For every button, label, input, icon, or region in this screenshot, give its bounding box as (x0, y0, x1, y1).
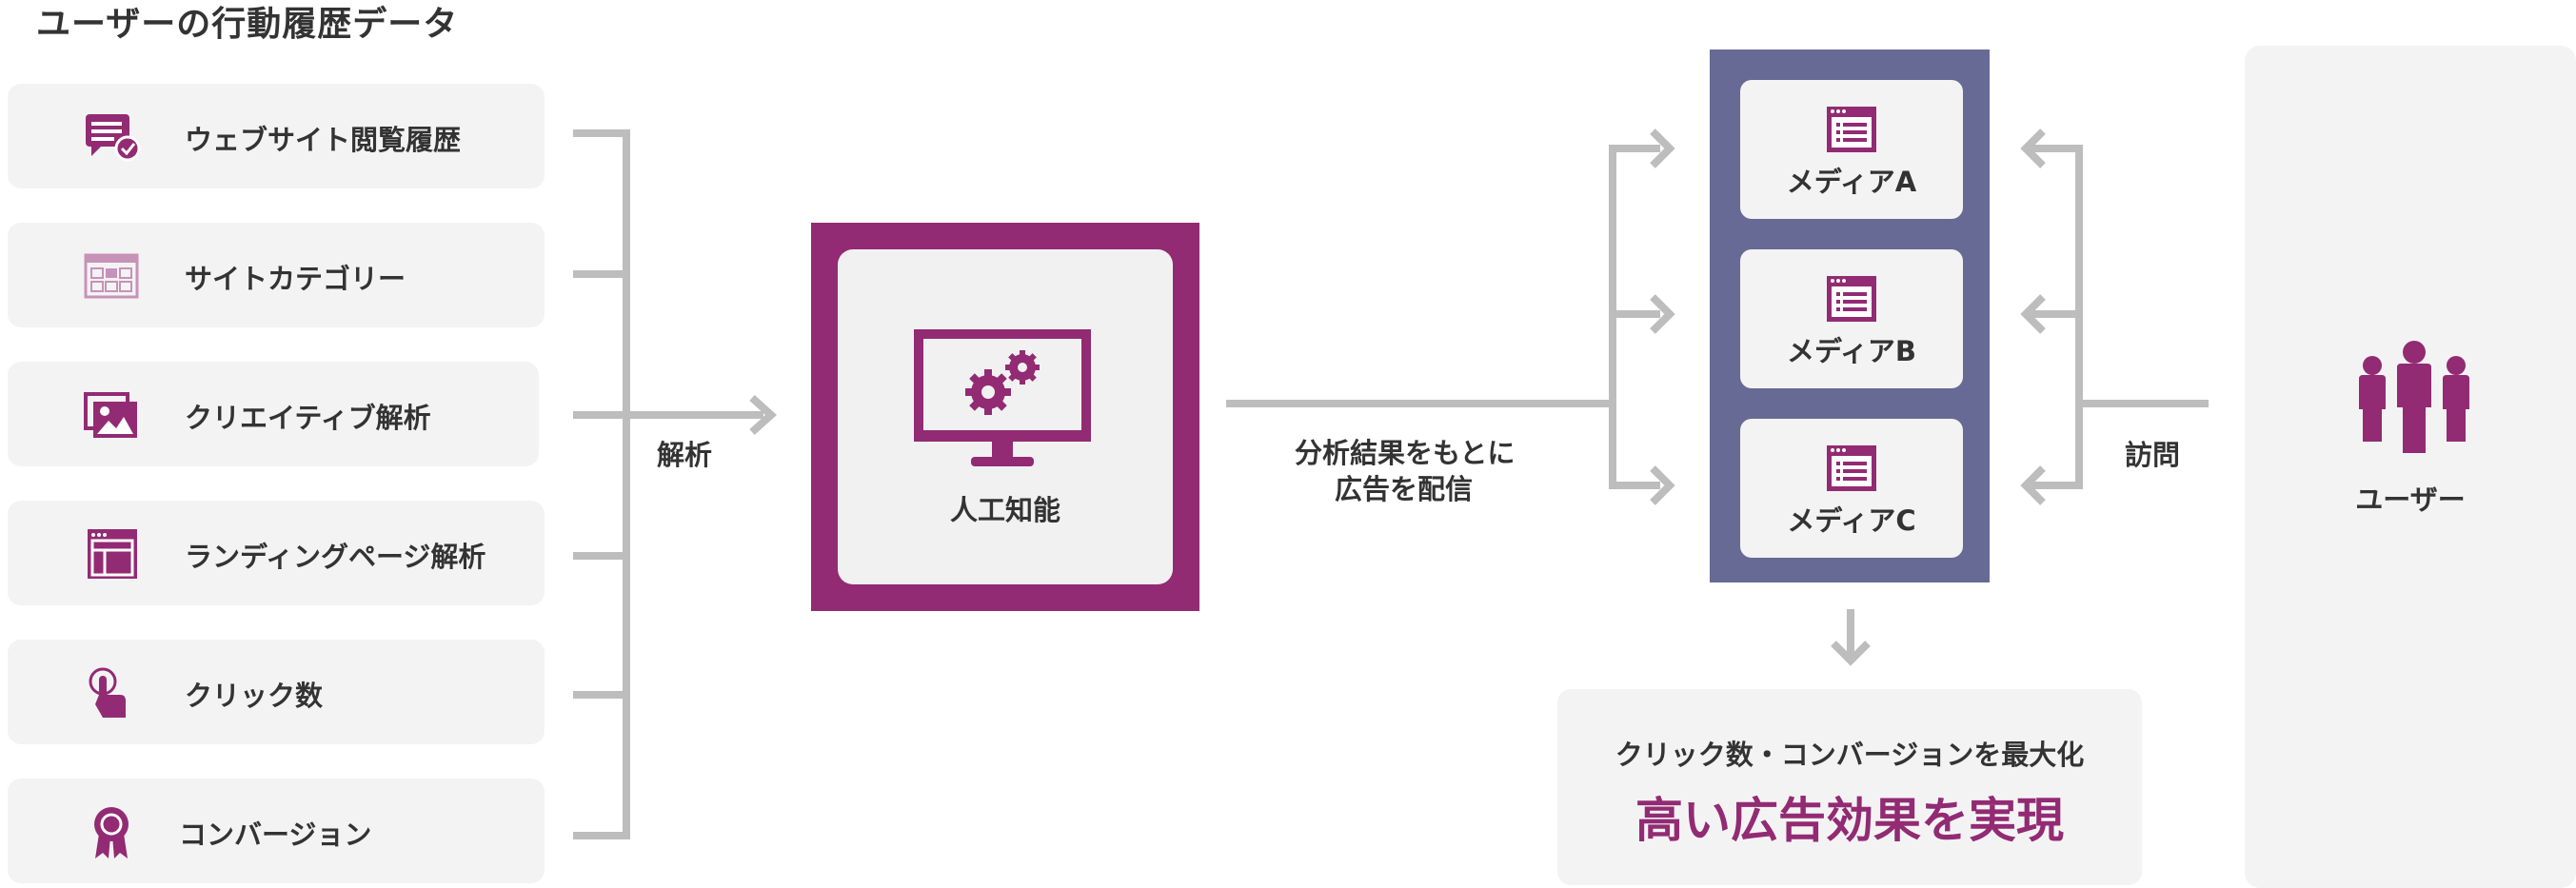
result-subtitle: クリック数・コンバージョンを最大化 (1615, 739, 2085, 771)
visit-branch-c (2031, 482, 2083, 489)
image-icon (84, 392, 137, 438)
delivery-line (1226, 400, 1616, 407)
visit-branch-a (2031, 145, 2083, 152)
arrow-left-icon (2020, 465, 2046, 505)
user-group-icon (2359, 341, 2469, 453)
media-card-c: メディアC (1740, 419, 1963, 558)
analysis-label: 解析 (657, 439, 713, 471)
source-item-clicks: クリック数 (8, 640, 545, 744)
source-label: ランディングページ解析 (185, 541, 486, 573)
browser-list-icon (1827, 107, 1876, 152)
delivery-branch-c (1609, 482, 1660, 489)
delivery-label-line2: 広告を配信 (1335, 473, 1474, 505)
source-label: サイトカテゴリー (185, 263, 406, 295)
connector-line (573, 270, 630, 278)
connector-line (573, 129, 630, 137)
arrow-right-icon (1650, 128, 1675, 168)
source-item-conversion: コンバージョン (8, 779, 545, 883)
media-label: メディアB (1786, 335, 1917, 367)
analysis-arrow-line (573, 411, 763, 419)
delivery-label-line1: 分析結果をもとに (1295, 437, 1516, 469)
arrow-right-icon (1650, 294, 1675, 334)
result-panel (1557, 689, 2142, 885)
monitor-gears-icon (914, 329, 1091, 466)
connector-line (573, 832, 630, 839)
result-headline: 高い広告効果を実現 (1635, 793, 2064, 848)
source-item-site-category: サイトカテゴリー (8, 223, 545, 327)
delivery-branch-a (1609, 145, 1660, 152)
media-card-a: メディアA (1740, 80, 1963, 219)
arrow-down-icon (1831, 641, 1871, 666)
source-label: クリック数 (185, 680, 324, 712)
visit-line (2075, 400, 2209, 407)
arrow-right-icon (749, 395, 777, 435)
arrow-left-icon (2020, 128, 2046, 168)
source-item-landing-page: ランディングページ解析 (8, 501, 545, 605)
result-arrow-line (1847, 609, 1854, 662)
browser-layout-icon (88, 529, 137, 579)
user-panel (2245, 46, 2576, 888)
media-label: メディアA (1786, 166, 1917, 198)
browser-grid-icon (84, 253, 139, 299)
arrow-left-icon (2020, 294, 2046, 334)
source-item-creative-analysis: クリエイティブ解析 (8, 362, 539, 466)
source-label: ウェブサイト閲覧履歴 (185, 124, 462, 156)
visit-branch-b (2031, 310, 2083, 318)
arrow-right-icon (1650, 465, 1675, 505)
media-label: メディアC (1787, 504, 1916, 537)
media-card-b: メディアB (1740, 249, 1963, 388)
source-item-browsing-history: ウェブサイト閲覧履歴 (8, 84, 545, 188)
ai-label: 人工知能 (949, 494, 1060, 526)
chat-check-icon (86, 114, 141, 162)
browser-list-icon (1827, 445, 1876, 491)
user-label: ユーザー (2355, 483, 2466, 516)
diagram-title: ユーザーの行動履歴データ (36, 5, 459, 44)
bracket-vertical-line (623, 129, 630, 839)
pointer-hand-icon (89, 667, 126, 718)
browser-list-icon (1827, 276, 1876, 322)
connector-line (573, 691, 630, 699)
source-label: コンバージョン (179, 819, 372, 851)
delivery-branch-b (1609, 310, 1660, 318)
connector-line (573, 552, 630, 560)
source-label: クリエイティブ解析 (185, 402, 431, 434)
visit-label: 訪問 (2125, 439, 2181, 471)
award-ribbon-icon (94, 807, 129, 858)
